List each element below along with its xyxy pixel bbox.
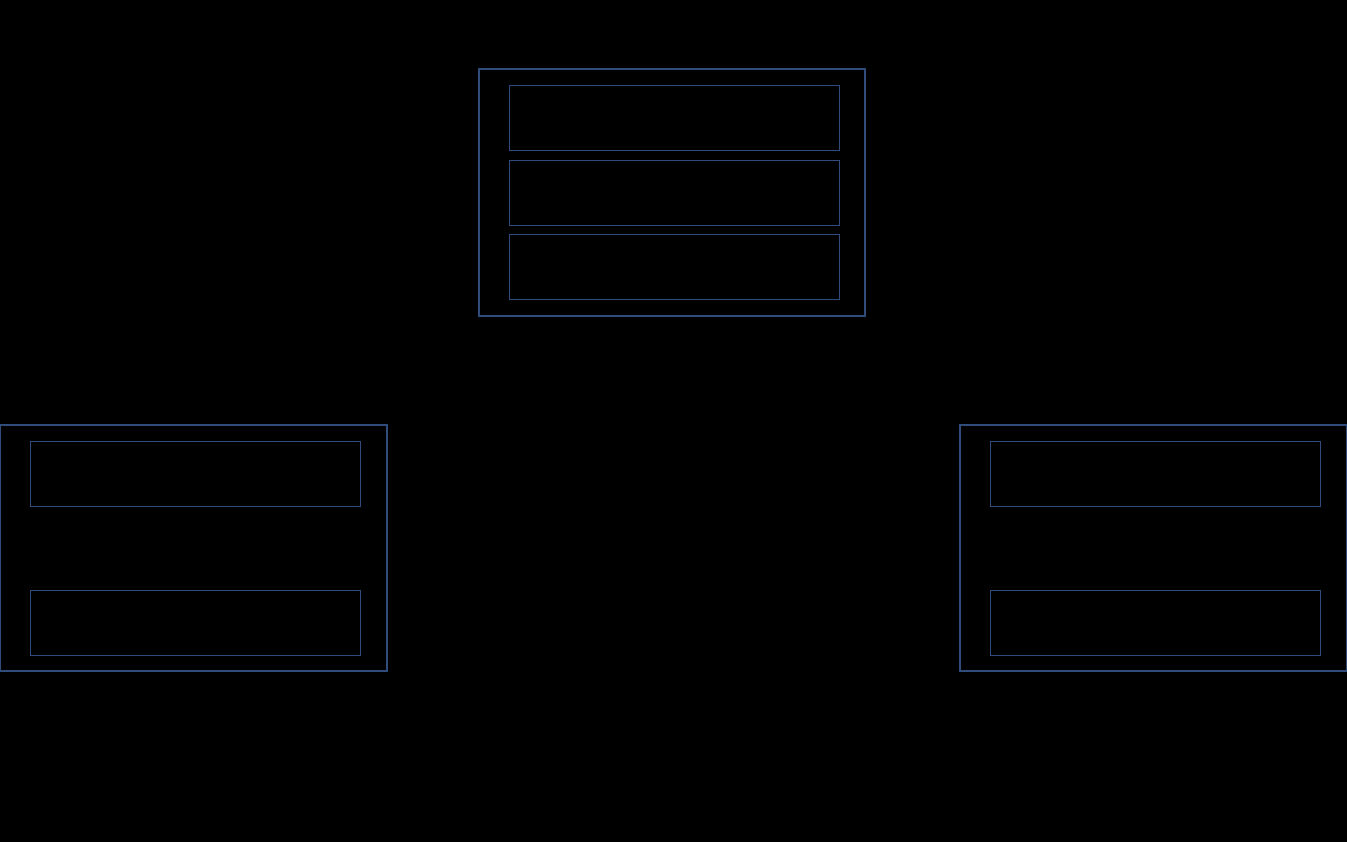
placeholder-box <box>990 590 1321 656</box>
top-group-box <box>478 68 866 317</box>
bottom-right-group-box <box>959 424 1347 672</box>
placeholder-box <box>509 234 840 300</box>
placeholder-box <box>30 441 361 507</box>
placeholder-box <box>509 160 840 226</box>
placeholder-box <box>990 441 1321 507</box>
placeholder-box <box>30 590 361 656</box>
placeholder-box <box>509 85 840 151</box>
bottom-left-group-box <box>0 424 388 672</box>
